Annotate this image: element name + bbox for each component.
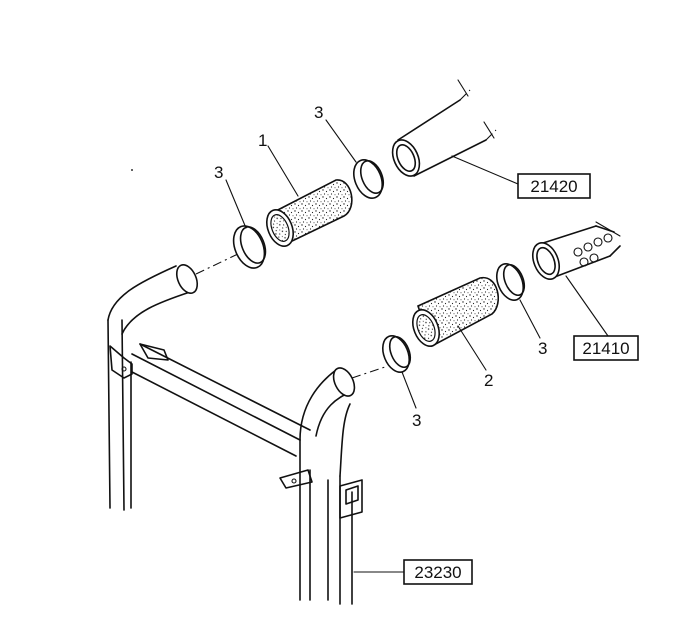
scan-dot (131, 169, 133, 171)
clamp-lower-right (495, 263, 526, 301)
label-hose-2: 2 (484, 371, 493, 390)
ref-box-lower-pipe: 21410 (573, 335, 639, 361)
leader-hose-2 (457, 325, 487, 371)
upper-centerline (195, 252, 241, 275)
hose-2 (411, 277, 500, 348)
leader-clamp-lower-left (401, 371, 417, 409)
lower-centerline (351, 365, 389, 379)
leader-clamp-upper-right (325, 119, 357, 163)
intercooler-frame (107, 264, 363, 605)
leader-clamp-lower-right (519, 299, 541, 339)
clamp-lower-left (381, 335, 412, 373)
ref-intercooler: 23230 (414, 563, 461, 582)
pipe-21420 (391, 79, 519, 185)
ref-lower-pipe: 21410 (582, 339, 629, 358)
ref-box-upper-pipe: 21420 (517, 173, 591, 199)
label-clamp-lower-right: 3 (538, 339, 547, 358)
hose-1 (265, 179, 353, 247)
label-clamp-upper-left: 3 (214, 163, 223, 182)
leader-hose-1 (267, 145, 299, 197)
label-clamp-upper-right: 3 (314, 103, 323, 122)
ref-upper-pipe: 21420 (530, 177, 577, 196)
ref-box-intercooler: 23230 (403, 559, 473, 585)
clamp-upper-left (232, 225, 267, 269)
clamp-upper-right (353, 159, 385, 199)
leader-clamp-upper-left (225, 179, 247, 229)
label-clamp-lower-left: 3 (412, 411, 421, 430)
pipe-21410 (531, 221, 621, 337)
label-hose-1: 1 (258, 131, 267, 150)
